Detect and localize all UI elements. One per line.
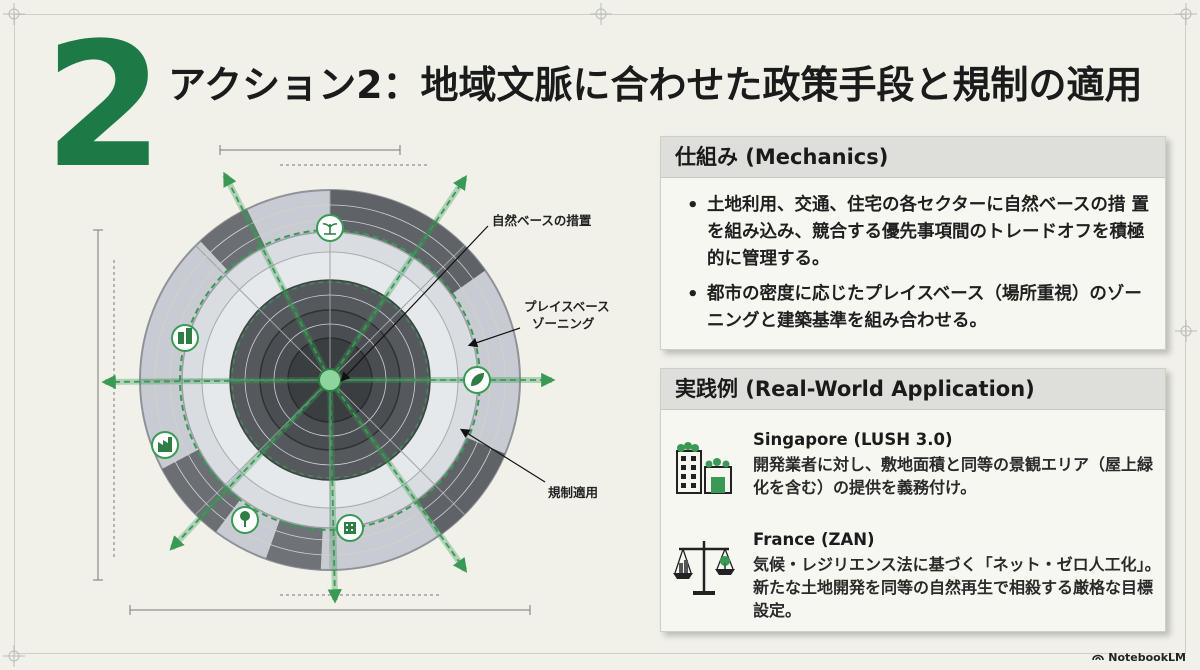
example-body: 開発業者に対し、敷地面積と同等の景観エリア（屋上緑化を含む）の提供を義務付け。 bbox=[753, 455, 1154, 497]
callout-zoning-line1: プレイスベース bbox=[524, 299, 610, 314]
example-france: France (ZAN) 気候・レジリエンス法に基づく「ネット・ゼロ人工化」。新… bbox=[661, 519, 1165, 625]
list-item: 都市の密度に応じたプレイスベース（場所重視）のゾーニングと建築基準を組み合わせる… bbox=[685, 281, 1151, 335]
city-plan-svg bbox=[93, 145, 556, 615]
practice-panel: 実践例 (Real-World Application) Singapore bbox=[660, 368, 1166, 632]
slide-number: 2 bbox=[44, 5, 164, 206]
crop-mark-icon bbox=[3, 645, 25, 667]
callout-place-based-zoning: プレイスベース ゾーニング bbox=[524, 298, 610, 332]
logo-text: NotebookLM bbox=[1108, 651, 1186, 664]
practice-heading: 実践例 (Real-World Application) bbox=[661, 369, 1165, 410]
example-singapore: Singapore (LUSH 3.0) 開発業者に対し、敷地面積と同等の景観エ… bbox=[661, 417, 1165, 517]
notebooklm-icon bbox=[1092, 651, 1105, 664]
callout-nature-based-measures: 自然ベースの措置 bbox=[492, 213, 592, 228]
callout-regulation: 規制適用 bbox=[548, 485, 599, 500]
plant-icon bbox=[316, 214, 344, 242]
crop-mark-icon bbox=[590, 3, 612, 25]
list-item: 土地利用、交通、住宅の各セクターに自然ベースの措 置を組み込み、競合する優先事項… bbox=[685, 192, 1151, 273]
factory-icon bbox=[151, 431, 179, 459]
branding-logo: NotebookLM bbox=[1092, 651, 1186, 664]
crop-mark-icon bbox=[3, 3, 25, 25]
example-body: 気候・レジリエンス法に基づく「ネット・ゼロ人工化」。新たな土地開発を同等の自然再… bbox=[753, 555, 1161, 620]
mechanics-panel: 仕組み (Mechanics) 土地利用、交通、住宅の各セクターに自然ベースの措… bbox=[660, 136, 1166, 350]
green-building-icon bbox=[671, 431, 737, 497]
crop-mark-icon bbox=[1175, 320, 1197, 342]
tree-icon bbox=[231, 506, 259, 534]
city-zoning-diagram: 自然ベースの措置 プレイスベース ゾーニング 規制適用 bbox=[80, 140, 620, 640]
building-icon bbox=[336, 514, 364, 542]
crop-mark-icon bbox=[1175, 3, 1197, 25]
mechanics-heading: 仕組み (Mechanics) bbox=[661, 137, 1165, 178]
callout-zoning-line2: ゾーニング bbox=[532, 316, 595, 331]
page-title: アクション2：地域文脈に合わせた政策手段と規制の適用 bbox=[168, 63, 1143, 107]
balance-scale-icon bbox=[671, 533, 737, 599]
mechanics-bullets: 土地利用、交通、住宅の各セクターに自然ベースの措 置を組み込み、競合する優先事項… bbox=[661, 178, 1165, 335]
buildings-icon bbox=[171, 324, 199, 352]
example-title: France (ZAN) bbox=[753, 530, 875, 549]
example-title: Singapore (LUSH 3.0) bbox=[753, 430, 953, 449]
leaf-icon bbox=[463, 366, 491, 394]
